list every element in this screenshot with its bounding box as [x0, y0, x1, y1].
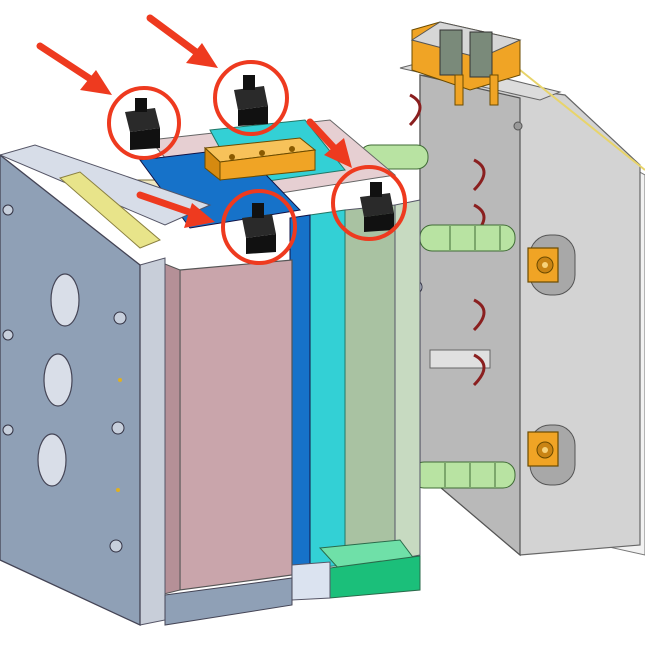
- ejector-block: [291, 539, 421, 601]
- sage-plate: [344, 204, 396, 566]
- callout-circle-1: [107, 86, 181, 160]
- callout-circles: [107, 60, 407, 265]
- bottom-clamp-plate: [164, 577, 293, 626]
- guide-pins: [109, 144, 516, 547]
- fixed-half: [0, 144, 212, 627]
- arrow-1: [36, 42, 112, 95]
- callout-arrows: [36, 14, 352, 228]
- callout-circle-2: [213, 60, 289, 136]
- latch-lock-blocks: [125, 75, 394, 254]
- callout-circle-3: [221, 189, 297, 265]
- sprue-bar: [203, 137, 317, 182]
- arrow-4: [306, 118, 352, 168]
- callout-circle-4: [331, 165, 407, 241]
- latch-lock-block-3: [242, 203, 276, 254]
- orange-brackets: [527, 247, 559, 467]
- blue-plate: [289, 214, 311, 571]
- arrow-3: [136, 191, 215, 228]
- latch-lock-block-1: [125, 98, 160, 150]
- top-connector: [410, 21, 522, 106]
- arrow-2: [146, 14, 218, 68]
- cyan-plate: [309, 209, 346, 569]
- latch-lock-block-4: [360, 182, 394, 232]
- pink-plate: [179, 259, 293, 591]
- top-rail: [58, 171, 161, 249]
- latch-lock-block-2: [234, 75, 268, 126]
